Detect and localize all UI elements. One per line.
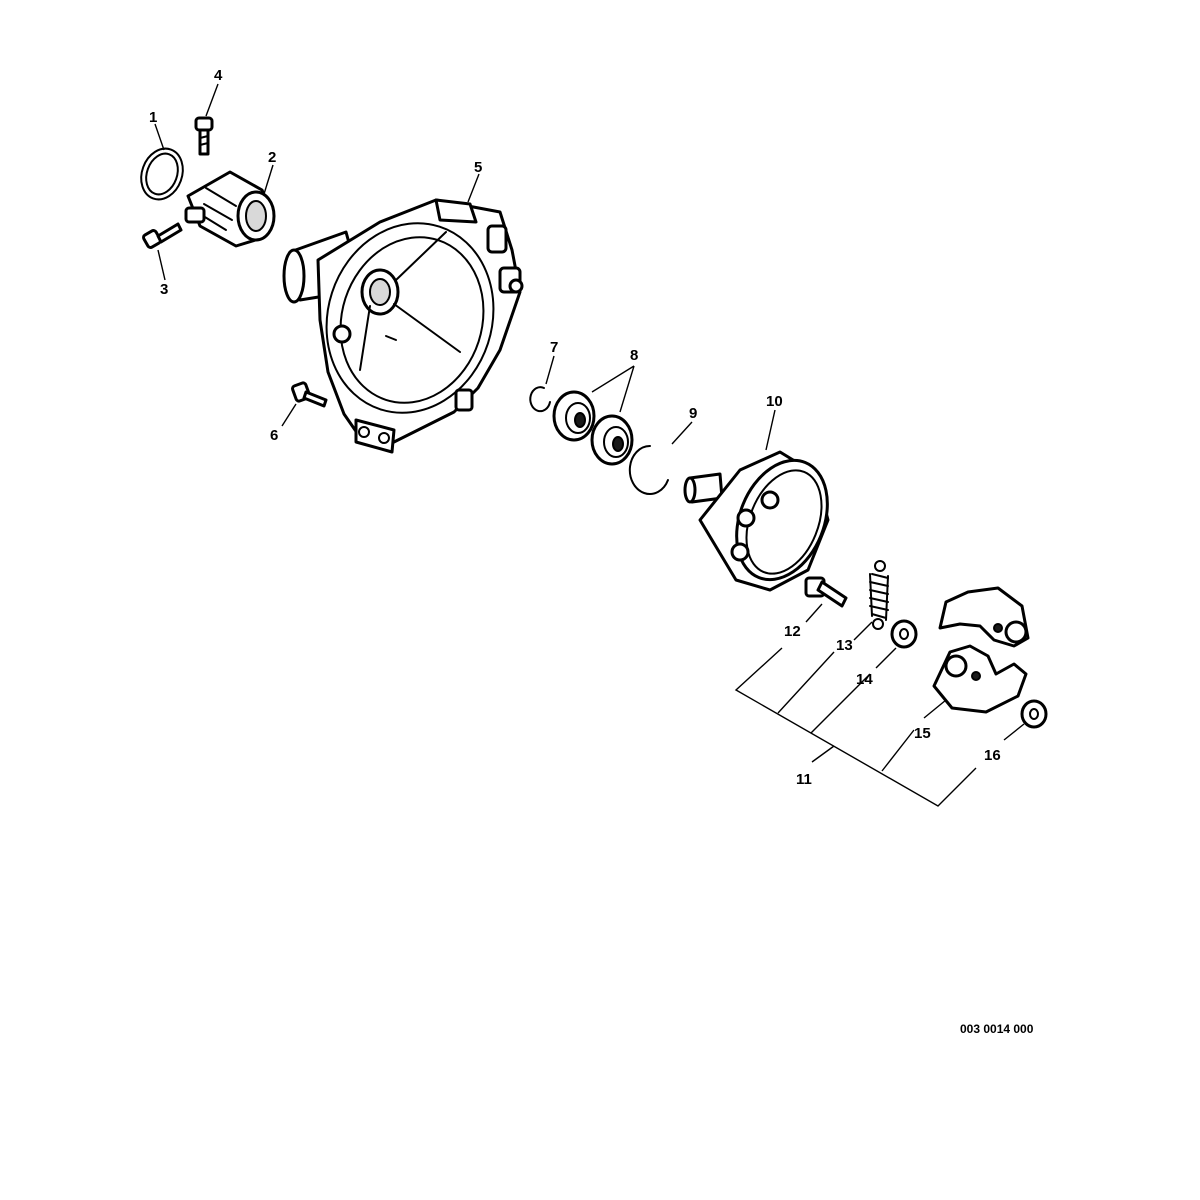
callout-2: 2 bbox=[268, 149, 276, 166]
callout-4: 4 bbox=[214, 67, 223, 84]
callout-11: 11 bbox=[796, 771, 812, 788]
part-4-screw bbox=[194, 116, 214, 156]
part-9-circlip bbox=[628, 444, 669, 495]
part-6-screw bbox=[291, 381, 328, 408]
callout-10: 10 bbox=[766, 393, 783, 410]
part-7-snap-ring bbox=[529, 386, 551, 413]
callout-1: 1 bbox=[149, 109, 157, 126]
part-1-o-ring bbox=[140, 147, 184, 201]
callout-5: 5 bbox=[474, 159, 482, 176]
callout-13: 13 bbox=[836, 637, 853, 654]
callout-6: 6 bbox=[270, 427, 278, 444]
callout-14: 14 bbox=[856, 671, 873, 688]
callout-8: 8 bbox=[630, 347, 638, 364]
part-8-bearings bbox=[552, 390, 634, 466]
part-3-screw bbox=[142, 222, 183, 249]
part-15-clutch-shoes bbox=[932, 586, 1030, 714]
leader-lines bbox=[154, 83, 1025, 807]
callout-16: 16 bbox=[984, 747, 1001, 764]
part-16-washer bbox=[1020, 699, 1048, 729]
part-5-clutch-housing bbox=[282, 198, 524, 454]
part-10-clutch-drum bbox=[683, 450, 830, 592]
callout-3: 3 bbox=[160, 281, 168, 298]
callout-15: 15 bbox=[914, 725, 931, 742]
callout-12: 12 bbox=[784, 623, 801, 640]
part-12-shoulder-screw bbox=[804, 576, 848, 608]
callout-9: 9 bbox=[689, 405, 697, 422]
drawing-number: 003 0014 000 bbox=[960, 1022, 1034, 1036]
part-13-spring bbox=[869, 560, 889, 630]
part-14-washer bbox=[890, 619, 918, 649]
callout-7: 7 bbox=[550, 339, 558, 356]
part-2-clamp-adapter bbox=[184, 170, 276, 248]
callout-labels: 1 2 3 4 5 6 7 8 9 10 11 12 13 14 15 16 bbox=[149, 67, 1001, 788]
